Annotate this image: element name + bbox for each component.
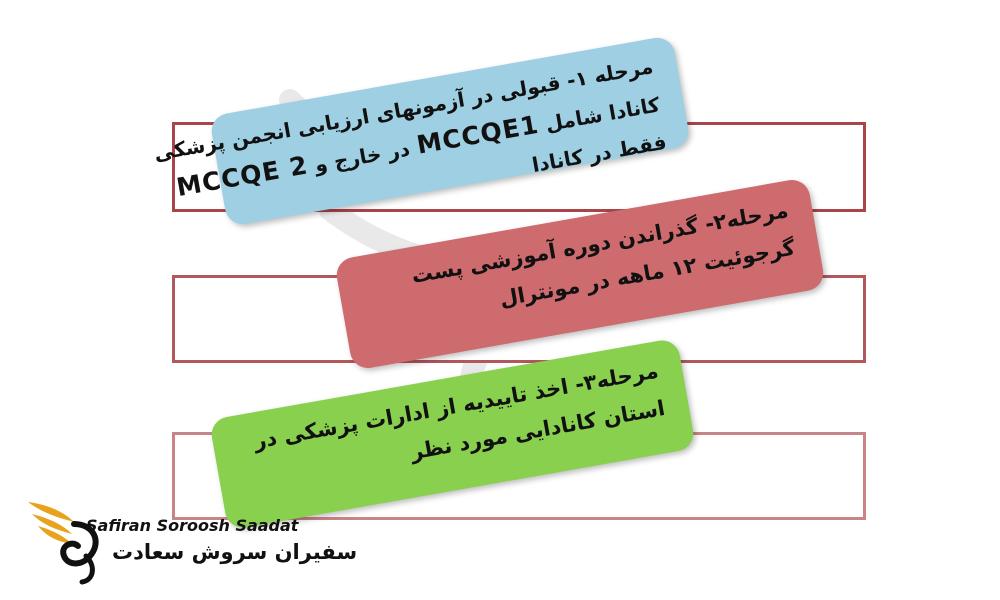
- company-logo: Safiran Soroosh Saadat سفیران سروش سعادت: [20, 492, 357, 592]
- logo-name-en: Safiran Soroosh Saadat: [86, 516, 299, 535]
- eagle-wing-icon: [28, 502, 99, 585]
- logo-name-fa: سفیران سروش سعادت: [112, 540, 358, 564]
